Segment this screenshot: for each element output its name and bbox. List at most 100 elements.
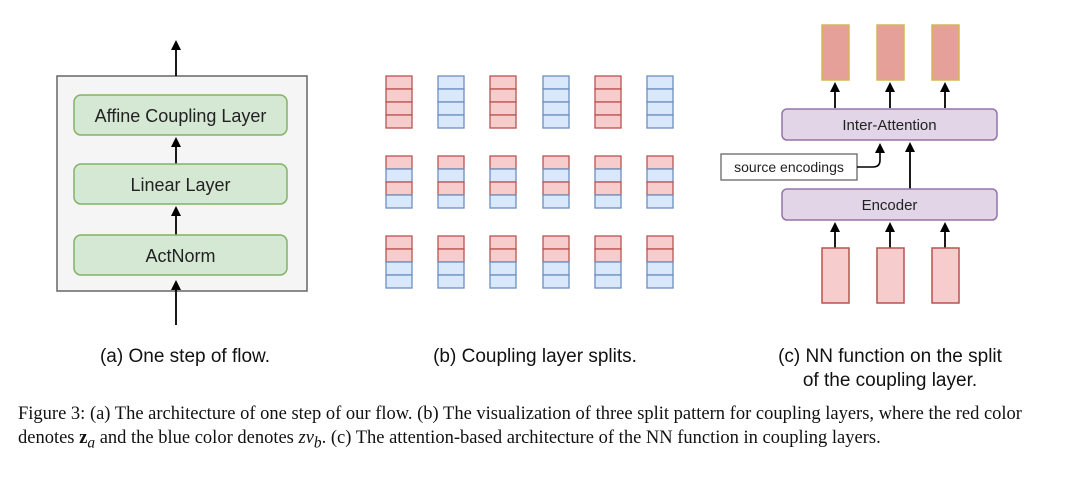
split-cell-red: [646, 248, 674, 263]
split-cell-red: [437, 248, 465, 263]
zb-subscript: b: [313, 434, 322, 452]
split-cell-red: [489, 75, 517, 90]
inter-attention-box: [781, 108, 998, 141]
split-cell-blue: [437, 101, 465, 116]
encoder-box: [781, 188, 998, 221]
split-cell-red: [385, 235, 413, 250]
split-cell-red: [489, 181, 517, 196]
inter-attention-label: Inter-Attention: [842, 117, 936, 134]
split-cell-red: [594, 181, 622, 196]
split-cell-blue: [646, 114, 674, 129]
split-cell-blue: [646, 194, 674, 209]
split-cell-blue: [594, 168, 622, 183]
split-cell-blue: [437, 274, 465, 289]
split-cell-red: [489, 114, 517, 129]
split-cell-blue: [646, 168, 674, 183]
split-cell-blue: [542, 168, 570, 183]
split-cell-red: [489, 88, 517, 103]
split-cell-blue: [489, 168, 517, 183]
split-cell-red: [594, 101, 622, 116]
split-cell-red: [385, 101, 413, 116]
split-cell-red: [489, 155, 517, 170]
linear-layer-label: Linear Layer: [130, 175, 230, 195]
split-cell-blue: [385, 194, 413, 209]
split-cell-red: [542, 235, 570, 250]
arrow-source-to-attention: [857, 143, 885, 168]
split-cell-blue: [646, 101, 674, 116]
split-cell-blue: [489, 261, 517, 276]
figure-diagram: Affine Coupling Layer Linear Layer ActNo…: [56, 24, 998, 325]
split-cell-red: [594, 88, 622, 103]
output-block-1: [821, 24, 850, 81]
split-cell-blue: [542, 194, 570, 209]
split-cell-red: [385, 155, 413, 170]
caption-a: (a) One step of flow.: [99, 346, 271, 367]
split-cell-red: [594, 235, 622, 250]
input-block-2: [876, 247, 905, 304]
split-cell-red: [646, 181, 674, 196]
caption-part1: Figure 3: (a) The architecture of one st…: [18, 404, 1022, 448]
split-cell-red: [594, 248, 622, 263]
caption-c-line2: of the coupling layer.: [802, 370, 978, 391]
split-cell-blue: [437, 88, 465, 103]
caption-part2: and the blue color denotes: [95, 428, 299, 448]
split-cell-blue: [385, 261, 413, 276]
split-cell-blue: [437, 75, 465, 90]
encoder-label: Encoder: [862, 197, 918, 214]
split-cell-blue: [385, 168, 413, 183]
split-cell-blue: [646, 261, 674, 276]
split-cell-red: [594, 114, 622, 129]
split-cell-red: [542, 155, 570, 170]
split-cell-red: [542, 248, 570, 263]
split-cell-blue: [646, 274, 674, 289]
split-cell-blue: [437, 261, 465, 276]
split-cell-red: [437, 235, 465, 250]
panel-c-nn-function: Inter-Attention source encodings Encoder: [720, 24, 998, 304]
split-cell-blue: [489, 194, 517, 209]
split-cell-red: [594, 75, 622, 90]
za-symbol: z: [79, 428, 88, 448]
split-cell-blue: [437, 114, 465, 129]
figure-caption: Figure 3: (a) The architecture of one st…: [18, 402, 1068, 456]
actnorm-box: [73, 234, 288, 276]
za-subscript: a: [87, 434, 96, 452]
output-block-3: [931, 24, 960, 81]
input-block-3: [931, 247, 960, 304]
split-cell-red: [437, 155, 465, 170]
split-cell-red: [646, 155, 674, 170]
split-cell-red: [594, 155, 622, 170]
split-cell-red: [385, 114, 413, 129]
split-cell-blue: [594, 261, 622, 276]
split-cell-red: [489, 248, 517, 263]
actnorm-label: ActNorm: [145, 246, 215, 266]
split-cell-red: [437, 181, 465, 196]
split-cell-blue: [542, 88, 570, 103]
caption-b: (b) Coupling layer splits.: [433, 346, 637, 367]
split-cell-blue: [437, 194, 465, 209]
split-cell-blue: [385, 274, 413, 289]
affine-coupling-layer-label: Affine Coupling Layer: [95, 106, 267, 126]
split-cell-red: [385, 88, 413, 103]
source-encodings-box: [720, 153, 858, 181]
split-cell-red: [489, 235, 517, 250]
input-block-1: [821, 247, 850, 304]
zb-symbol: zv: [298, 428, 314, 448]
split-cell-red: [385, 248, 413, 263]
split-cell-blue: [437, 168, 465, 183]
split-cell-red: [489, 101, 517, 116]
split-cell-red: [542, 181, 570, 196]
split-cell-blue: [542, 75, 570, 90]
split-cell-blue: [542, 274, 570, 289]
split-cell-blue: [542, 114, 570, 129]
split-cell-red: [385, 181, 413, 196]
output-block-2: [876, 24, 905, 81]
split-cell-red: [646, 235, 674, 250]
split-cell-red: [385, 75, 413, 90]
split-cell-blue: [646, 88, 674, 103]
split-cell-blue: [489, 274, 517, 289]
split-cell-blue: [542, 101, 570, 116]
caption-c-line1: (c) NN function on the split: [778, 346, 1002, 367]
source-encodings-label: source encodings: [734, 159, 844, 175]
split-cell-blue: [594, 274, 622, 289]
split-cell-blue: [646, 75, 674, 90]
